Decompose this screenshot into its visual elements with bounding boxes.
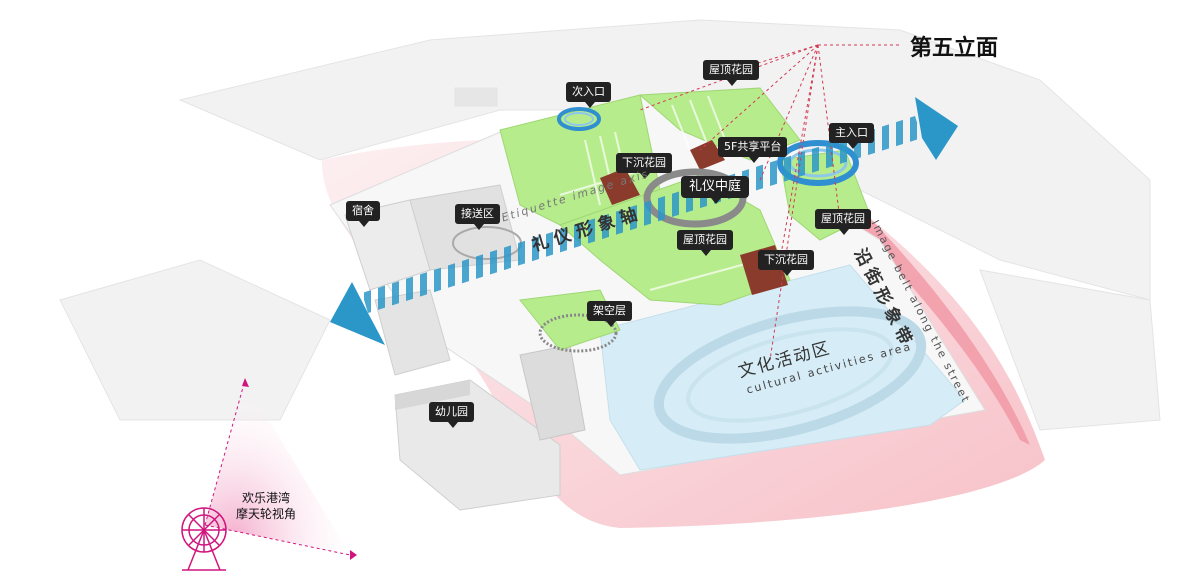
ferris-view-caption: 欢乐港湾 摩天轮视角: [236, 490, 296, 522]
tag-sunken-garden-left: 下沉花园: [616, 153, 672, 179]
tag-roof-garden-center: 屋顶花园: [677, 230, 733, 256]
tag-stilt-floor: 架空层: [587, 301, 632, 327]
entrance-ring-icon: [557, 107, 601, 131]
roof-building-lines: [559, 95, 761, 291]
arrow-left-icon: [330, 282, 385, 345]
tag-dropoff-zone: 接送区: [455, 204, 500, 230]
ferris-view-lines: [204, 379, 351, 556]
tag-roof-garden-top: 屋顶花园: [703, 60, 759, 86]
sunken-garden-top: [690, 140, 725, 170]
ferris-view-line2: 摩天轮视角: [236, 507, 297, 521]
tag-dormitory: 宿舍: [346, 201, 380, 227]
tag-secondary-entrance: 次入口: [566, 82, 611, 108]
axis-dashed-band: [362, 116, 922, 313]
tag-sunken-garden-right: 下沉花园: [758, 250, 814, 276]
ferris-wheel-icon: [181, 507, 227, 571]
arrow-right-icon: [915, 97, 958, 160]
sunken-garden-left: [600, 168, 640, 205]
tag-roof-garden-right: 屋顶花园: [815, 209, 871, 235]
context-blocks: [59, 19, 1161, 431]
tag-ceremony-courtyard: 礼仪中庭: [681, 176, 750, 204]
tag-5f-shared-platform: 5F共享平台: [718, 137, 788, 163]
ceremony-courtyard-ring: [643, 168, 747, 228]
ferris-view-cone: [205, 380, 350, 555]
stilt-floor-ring: [538, 313, 618, 353]
fifth-facade-title: 第五立面: [910, 36, 999, 61]
tag-kindergarten: 幼儿园: [429, 402, 474, 428]
ferris-view-line1: 欢乐港湾: [242, 491, 291, 505]
tag-main-entrance: 主入口: [829, 123, 874, 149]
